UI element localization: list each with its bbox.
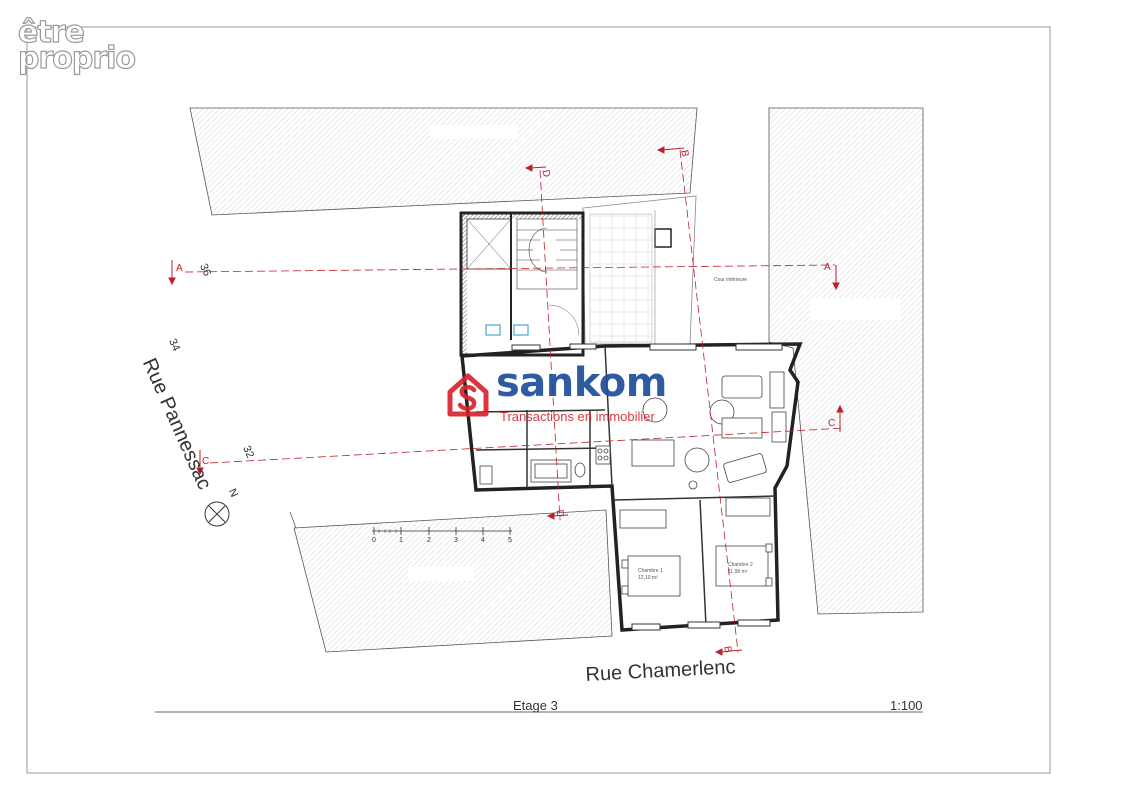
scale-tick-3: 3 bbox=[454, 537, 458, 544]
stair-core-walls bbox=[459, 211, 585, 357]
section-marker-a-left: A bbox=[176, 263, 183, 274]
neighbor-label-blank-top bbox=[430, 125, 518, 139]
agency-branding: sankom Transactions en immobilier bbox=[444, 360, 694, 426]
section-marker-a-right: A bbox=[824, 262, 831, 273]
sheet-frame bbox=[26, 26, 1051, 774]
room-label-bedroom1: Chambre 1 bbox=[638, 568, 663, 574]
north-arrow bbox=[204, 501, 230, 527]
scale-tick-0: 0 bbox=[372, 537, 376, 544]
room-area-bedroom2: 11,98 m² bbox=[728, 569, 748, 575]
neighbor-label-blank-bottom bbox=[408, 567, 474, 581]
neighbor-building-right bbox=[768, 107, 924, 615]
neighbor-label-blank-right bbox=[810, 298, 900, 320]
watermark-logo: être proprio bbox=[17, 15, 136, 76]
graphic-scale bbox=[372, 527, 512, 535]
drawing-scale: 1:100 bbox=[890, 698, 923, 713]
section-marker-b-top: B bbox=[678, 149, 691, 158]
room-area-bedroom1: 12,10 m² bbox=[638, 575, 658, 581]
scale-tick-5: 5 bbox=[508, 537, 512, 544]
scale-tick-2: 2 bbox=[427, 537, 431, 544]
scale-tick-4: 4 bbox=[481, 537, 485, 544]
section-marker-b-bottom: B bbox=[721, 645, 734, 654]
floor-name: Etage 3 bbox=[513, 698, 558, 713]
courtyard-column bbox=[654, 228, 672, 248]
section-marker-c-left: C bbox=[202, 456, 210, 467]
neighbor-building-top bbox=[189, 107, 698, 216]
section-marker-c-right: C bbox=[828, 418, 836, 429]
room-label-courtyard: Cour intérieure bbox=[714, 277, 748, 283]
watermark-line2: proprio bbox=[17, 41, 136, 76]
watermark-line1: être bbox=[17, 15, 85, 50]
scale-tick-1: 1 bbox=[399, 537, 403, 544]
staircase bbox=[516, 218, 578, 290]
room-label-bedroom2: Chambre 2 bbox=[728, 562, 753, 568]
agency-name: sankom bbox=[496, 360, 667, 406]
house-s-logo-icon bbox=[447, 373, 489, 417]
agency-tagline: Transactions en immobilier bbox=[500, 409, 655, 424]
